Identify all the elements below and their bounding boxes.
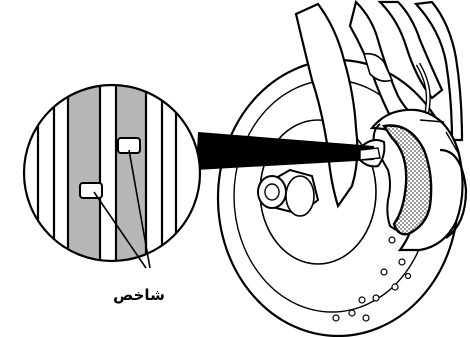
lining-strip-right: [116, 70, 146, 280]
disc-holes: [333, 237, 411, 321]
indicator-label: شاخص: [96, 286, 182, 304]
lining-strip-left: [68, 70, 100, 280]
wheel-hub-bolt: [258, 170, 318, 216]
indicator-slot-left: [80, 183, 102, 198]
magnified-detail: [24, 70, 200, 280]
